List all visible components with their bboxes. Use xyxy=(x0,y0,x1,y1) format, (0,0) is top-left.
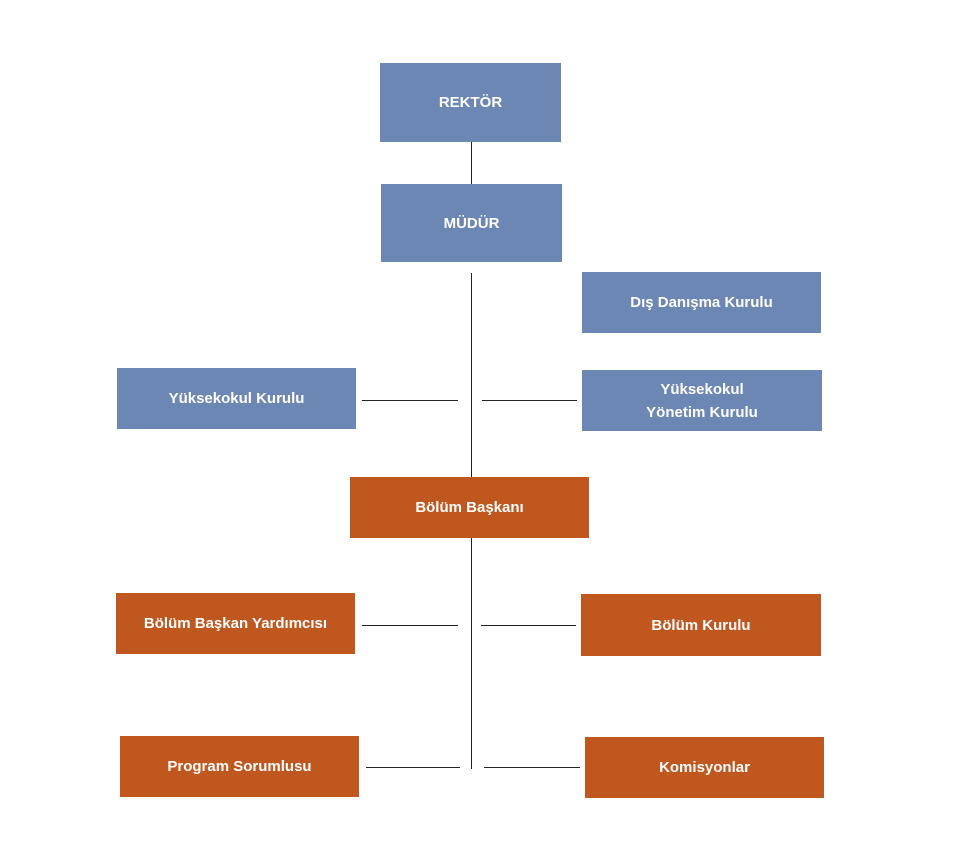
node-yuksekokul-yonetim-kurulu-line1: Yüksekokul xyxy=(660,380,744,398)
connector-program-sorumlusu xyxy=(366,767,460,768)
connector-baskan-yardimcisi xyxy=(362,625,458,626)
node-komisyonlar-label: Komisyonlar xyxy=(659,759,750,776)
node-mudur: MÜDÜR xyxy=(381,184,562,262)
node-mudur-label: MÜDÜR xyxy=(443,214,500,232)
connector-yuksekokul-kurulu xyxy=(362,400,458,401)
node-yuksekokul-yonetim-kurulu: Yüksekokul Yönetim Kurulu xyxy=(582,370,822,431)
node-yuksekokul-yonetim-kurulu-line2: Yönetim Kurulu xyxy=(646,403,758,421)
node-dis-danisma-kurulu: Dış Danışma Kurulu xyxy=(582,272,821,333)
node-bolum-kurulu-label: Bölüm Kurulu xyxy=(651,616,751,634)
node-yuksekokul-kurulu: Yüksekokul Kurulu xyxy=(117,368,356,429)
node-bolum-baskani: Bölüm Başkanı xyxy=(350,477,589,538)
node-rektor-label: REKTÖR xyxy=(438,94,503,111)
node-bolum-baskani-label: Bölüm Başkanı xyxy=(415,499,524,516)
node-bolum-kurulu: Bölüm Kurulu xyxy=(581,594,821,656)
connector-bolum-kurulu xyxy=(481,625,576,626)
node-komisyonlar: Komisyonlar xyxy=(585,737,824,798)
connector-rektor-mudur xyxy=(471,142,472,184)
node-bolum-baskan-yardimcisi: Bölüm Başkan Yardımcısı xyxy=(116,593,355,654)
node-program-sorumlusu-label: Program Sorumlusu xyxy=(167,758,312,775)
node-rektor: REKTÖR xyxy=(380,63,561,142)
node-yuksekokul-kurulu-label: Yüksekokul Kurulu xyxy=(168,390,305,407)
node-dis-danisma-kurulu-label: Dış Danışma Kurulu xyxy=(630,294,773,311)
node-program-sorumlusu: Program Sorumlusu xyxy=(120,736,359,797)
connector-komisyonlar xyxy=(484,767,580,768)
connector-yonetim-kurulu xyxy=(482,400,577,401)
node-bolum-baskan-yardimcisi-label: Bölüm Başkan Yardımcısı xyxy=(143,615,328,632)
